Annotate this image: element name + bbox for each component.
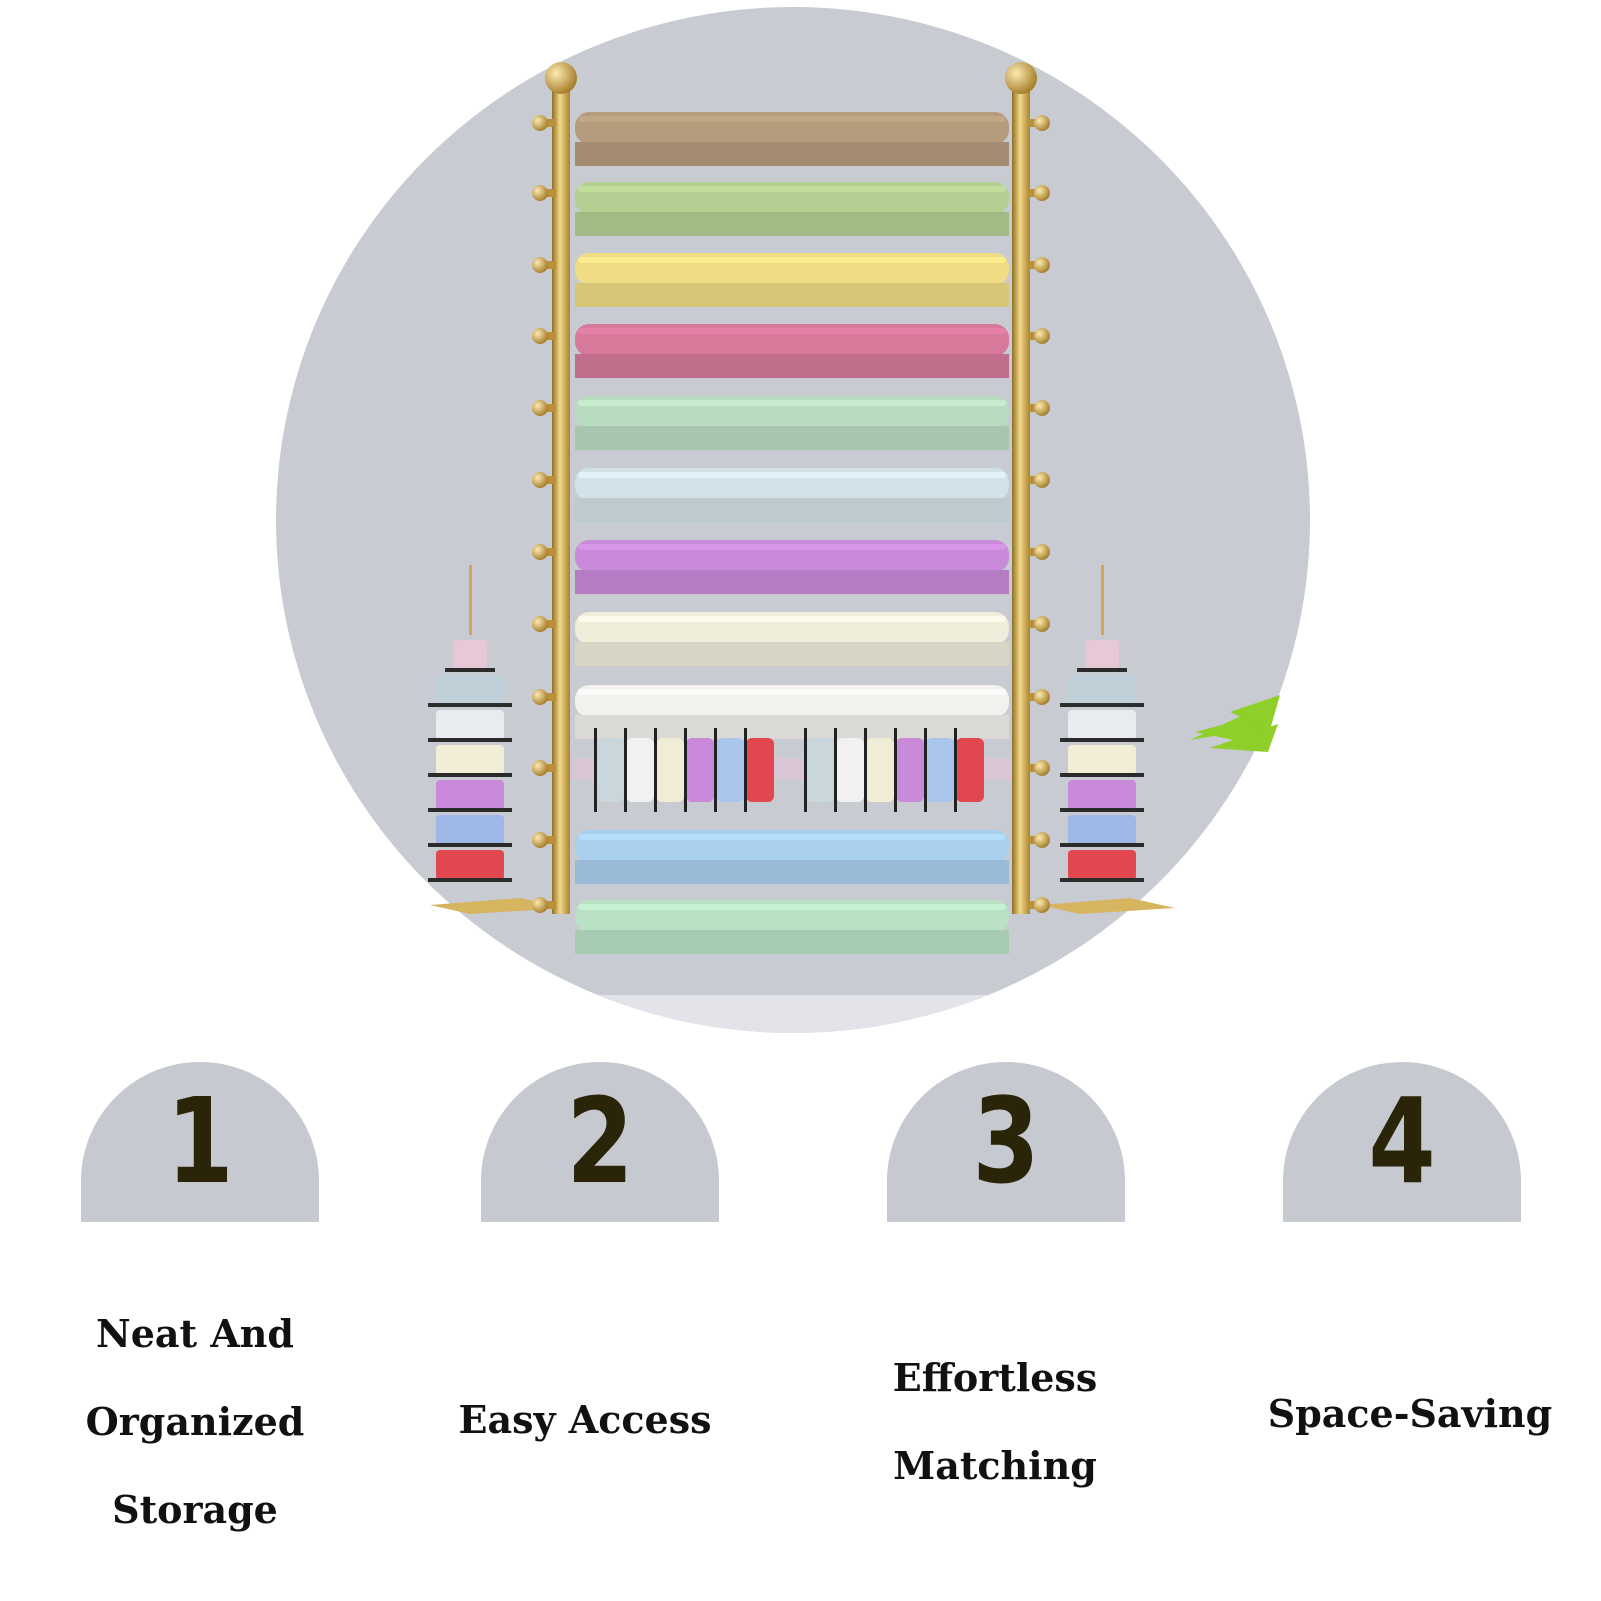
tower-spool: [428, 745, 512, 777]
paper-roll: [575, 468, 1009, 522]
rack-peg: [532, 185, 556, 201]
paper-roll: [575, 612, 1009, 666]
feature-number-4: 4: [1368, 1072, 1436, 1210]
tower-spool: [1060, 850, 1144, 882]
ribbon-spool: [864, 728, 894, 812]
feature-label-3: Effortless Matching: [892, 1355, 1098, 1488]
feature-number-3: 3: [972, 1072, 1040, 1210]
paper-roll: [575, 540, 1009, 594]
left-spool-tower: [428, 565, 512, 882]
rack-peg: [532, 328, 556, 344]
feature-badge-2: 2: [481, 1062, 719, 1222]
product-image-wall-rack: [276, 7, 1310, 1033]
rack-peg: [1028, 115, 1050, 131]
tower-spool: [428, 675, 512, 707]
ribbon-spool: [744, 728, 774, 812]
left-rack-post: [552, 82, 570, 914]
ribbon-spool: [684, 728, 714, 812]
rack-peg: [1028, 616, 1050, 632]
tower-spool: [1060, 780, 1144, 812]
paper-roll: [575, 900, 1009, 954]
tower-spool: [1077, 640, 1127, 672]
feature-label-1: Neat And Organized Storage: [85, 1311, 305, 1532]
feature-number-1: 1: [166, 1072, 234, 1210]
feature-label-2: Easy Access: [458, 1397, 712, 1442]
right-post-finial: [1005, 62, 1037, 94]
rack-peg: [532, 897, 556, 913]
paper-roll: [575, 685, 1009, 739]
left-post-finial: [545, 62, 577, 94]
rack-peg: [1028, 400, 1050, 416]
right-base-plate: [1040, 898, 1175, 914]
tower-spool: [428, 850, 512, 882]
ribbon-spool: [654, 728, 684, 812]
ribbon-spool: [594, 728, 624, 812]
paper-rolls: [575, 112, 1009, 954]
right-rack-post: [1012, 82, 1030, 914]
rack-peg: [1028, 897, 1050, 913]
feature-badge-3: 3: [887, 1062, 1125, 1222]
floor-shadow: [276, 995, 1310, 1033]
rack-peg: [532, 760, 556, 776]
ribbon-spool: [834, 728, 864, 812]
paper-roll: [575, 112, 1009, 166]
tower-spool: [428, 780, 512, 812]
rack-peg: [1028, 832, 1050, 848]
ribbon-spool: [714, 728, 744, 812]
rack-peg: [1028, 257, 1050, 273]
rack-peg: [1028, 760, 1050, 776]
tower-spool: [428, 815, 512, 847]
rack-peg: [1028, 689, 1050, 705]
rack-peg: [1028, 185, 1050, 201]
right-spool-tower: [1060, 565, 1144, 882]
rack-peg: [532, 832, 556, 848]
rack-peg: [1028, 544, 1050, 560]
ribbon-spool: [924, 728, 954, 812]
ribbon-spool: [954, 728, 984, 812]
rack-peg: [532, 257, 556, 273]
feature-number-2: 2: [566, 1072, 634, 1210]
tower-spool: [428, 710, 512, 742]
rack-peg: [532, 472, 556, 488]
paper-roll: [575, 830, 1009, 884]
tower-spool: [445, 640, 495, 672]
rack-peg: [532, 616, 556, 632]
ribbon-spool: [624, 728, 654, 812]
rack-peg: [532, 115, 556, 131]
paper-roll: [575, 324, 1009, 378]
left-base-plate: [430, 898, 565, 914]
feature-badge-1: 1: [81, 1062, 319, 1222]
ribbon-spools-bar: [572, 728, 1012, 812]
ribbon-spool: [804, 728, 834, 812]
tower-spool: [1060, 745, 1144, 777]
rack-peg: [1028, 472, 1050, 488]
rack-peg: [532, 689, 556, 705]
ribbon-spool: [894, 728, 924, 812]
tower-spool: [1060, 815, 1144, 847]
feature-label-4: Space-Saving: [1267, 1391, 1553, 1436]
rack-peg: [532, 544, 556, 560]
plant-leaves: [1190, 695, 1280, 752]
tower-spool: [1060, 675, 1144, 707]
rack-pegs: [532, 115, 1050, 913]
tower-spool: [1060, 710, 1144, 742]
paper-roll: [575, 396, 1009, 450]
feature-badge-4: 4: [1283, 1062, 1521, 1222]
rack-peg: [532, 400, 556, 416]
paper-roll: [575, 253, 1009, 307]
paper-roll: [575, 182, 1009, 236]
rack-peg: [1028, 328, 1050, 344]
